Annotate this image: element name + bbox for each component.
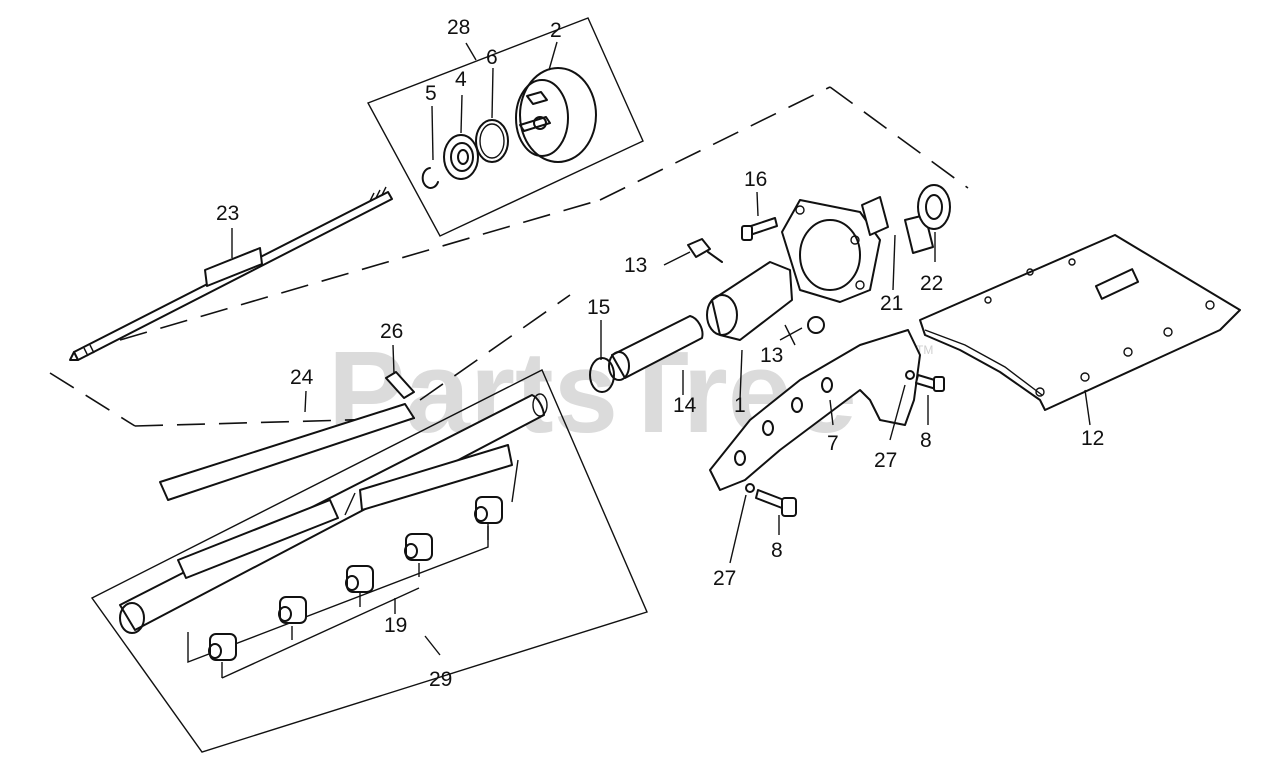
tube-half-upper[interactable] xyxy=(344,444,519,516)
label-16: 16 xyxy=(744,168,767,191)
label-14: 14 xyxy=(673,394,697,417)
part-5-circlip[interactable] xyxy=(421,105,439,189)
label-24: 24 xyxy=(290,366,314,389)
part-26-tag[interactable] xyxy=(385,344,415,399)
part-16-screw[interactable] xyxy=(741,191,778,241)
part-6-ring[interactable] xyxy=(475,67,509,163)
part-7-guard-bracket[interactable] xyxy=(709,329,921,491)
tube-half-lower[interactable] xyxy=(177,499,339,579)
part-1-gear-case[interactable] xyxy=(706,199,881,401)
part-27-washer-upper[interactable] xyxy=(889,370,915,441)
part-15-o-ring[interactable] xyxy=(589,320,615,393)
label-19: 19 xyxy=(384,614,407,637)
part-22-washer[interactable] xyxy=(917,184,951,262)
label-26: 26 xyxy=(380,320,403,343)
label-8-upper: 8 xyxy=(920,429,932,452)
part-23-drive-shaft[interactable] xyxy=(69,186,393,361)
label-15: 15 xyxy=(587,296,610,319)
label-6: 6 xyxy=(486,46,498,69)
label-8-lower: 8 xyxy=(771,539,783,562)
part-8-bolt-upper[interactable] xyxy=(915,374,945,425)
part-19-bushings[interactable] xyxy=(187,496,503,679)
part-14-sleeve[interactable] xyxy=(608,315,704,395)
label-27-upper: 27 xyxy=(874,449,897,472)
label-23: 23 xyxy=(216,202,239,225)
part-13-grease-fitting-lower[interactable] xyxy=(779,316,825,346)
part-13-grease-fitting[interactable] xyxy=(663,238,723,266)
label-13-lower: 13 xyxy=(760,344,783,367)
label-21: 21 xyxy=(880,292,903,315)
clutch-group-box xyxy=(367,17,644,237)
label-27-lower: 27 xyxy=(713,567,736,590)
label-28: 28 xyxy=(447,16,470,39)
part-8-bolt-lower[interactable] xyxy=(755,489,797,535)
label-4: 4 xyxy=(455,68,467,91)
part-21-clamp[interactable] xyxy=(861,196,934,291)
label-13-upper: 13 xyxy=(624,254,647,277)
label-2: 2 xyxy=(550,19,562,42)
label-29: 29 xyxy=(429,668,452,691)
part-4-bearing[interactable] xyxy=(443,94,479,180)
label-5: 5 xyxy=(425,82,437,105)
label-22: 22 xyxy=(920,272,943,295)
part-2-clutch-drum[interactable] xyxy=(515,41,597,163)
part-12-guard-shield[interactable] xyxy=(919,234,1241,426)
label-7: 7 xyxy=(827,432,839,455)
part-27-washer-lower[interactable] xyxy=(729,483,755,564)
label-1: 1 xyxy=(734,394,746,417)
part-24-liner[interactable] xyxy=(159,390,415,501)
label-12: 12 xyxy=(1081,427,1104,450)
tube-group-box xyxy=(90,369,648,753)
